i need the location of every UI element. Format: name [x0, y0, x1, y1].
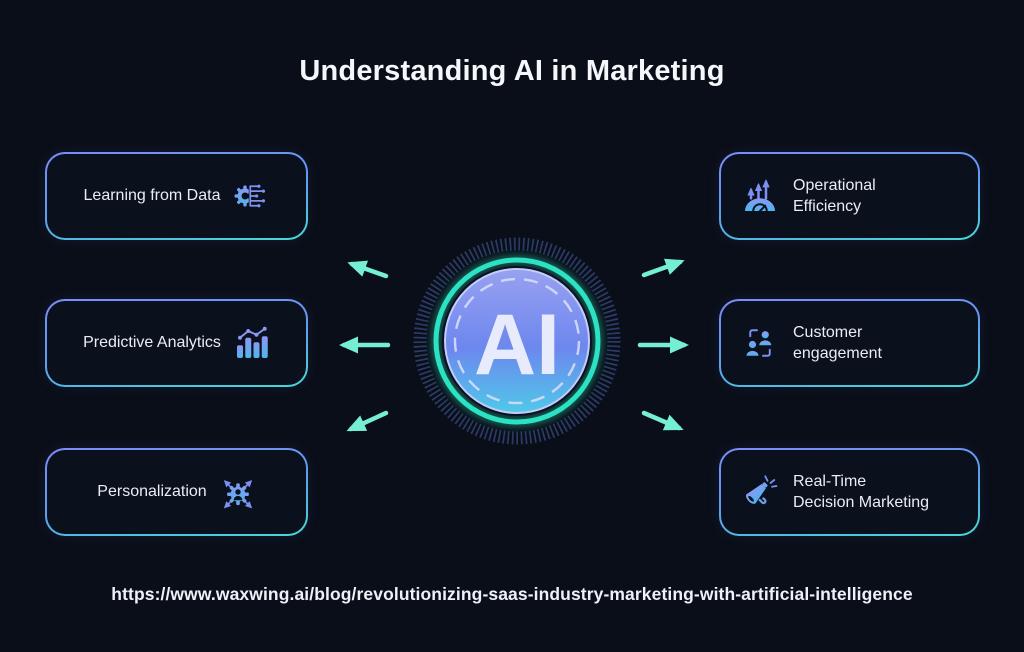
node-label: Predictive Analytics	[83, 334, 221, 351]
node-learning-from-data: Learning from Data	[45, 152, 308, 240]
node-label: Personalization	[97, 483, 207, 500]
node-operational-efficiency: Operational Efficiency	[719, 152, 980, 240]
node-label: Learning from Data	[83, 187, 221, 204]
arrow-left-bottom	[346, 410, 389, 432]
node-real-time-decision-inner: Real-Time Decision Marketing	[721, 450, 978, 534]
ai-core-circle	[444, 268, 590, 414]
glow-ring-blur	[431, 255, 603, 427]
node-learning-from-data-inner: Learning from Data	[47, 154, 306, 238]
growth-arrows-gauge-icon	[745, 179, 775, 212]
node-label: Operational Efficiency	[793, 175, 876, 217]
user-gear-arrows-icon	[223, 480, 252, 509]
node-label-line2: Efficiency	[793, 198, 862, 215]
customer-people-icon	[746, 329, 772, 357]
node-predictive-analytics-inner: Predictive Analytics	[47, 301, 306, 385]
arrow-left-top	[347, 260, 389, 279]
node-real-time-decision: Real-Time Decision Marketing	[719, 448, 980, 536]
node-label-line1: Customer	[793, 324, 863, 341]
node-customer-engagement: Customer engagement	[719, 299, 980, 387]
arrow-right-top	[641, 258, 685, 278]
gear-circuit-icon	[234, 184, 266, 208]
node-label: Customer engagement	[793, 322, 882, 364]
megaphone-icon	[745, 475, 778, 505]
dashed-ring	[453, 277, 581, 405]
node-label-line1: Operational	[793, 177, 876, 194]
glow-ring	[433, 257, 601, 425]
analytics-chart-icon	[236, 326, 268, 358]
tick-ring	[413, 237, 621, 445]
node-personalization-inner: Personalization	[47, 450, 306, 534]
node-customer-engagement-inner: Customer engagement	[721, 301, 978, 385]
page-title: Understanding AI in Marketing	[299, 55, 725, 87]
gap-ring	[442, 266, 592, 416]
node-predictive-analytics: Predictive Analytics	[45, 299, 308, 387]
source-url: https://www.waxwing.ai/blog/revolutioniz…	[111, 584, 913, 604]
node-operational-efficiency-inner: Operational Efficiency	[721, 154, 978, 238]
ai-label: AI	[474, 297, 560, 393]
arrow-right-bottom	[641, 410, 684, 431]
node-label-line1: Real-Time	[793, 473, 867, 490]
node-label: Real-Time Decision Marketing	[793, 471, 929, 513]
node-label-line2: engagement	[793, 345, 882, 362]
node-label-line2: Decision Marketing	[793, 494, 930, 511]
node-personalization: Personalization	[45, 448, 308, 536]
ai-core-emblem: AI	[413, 237, 621, 445]
